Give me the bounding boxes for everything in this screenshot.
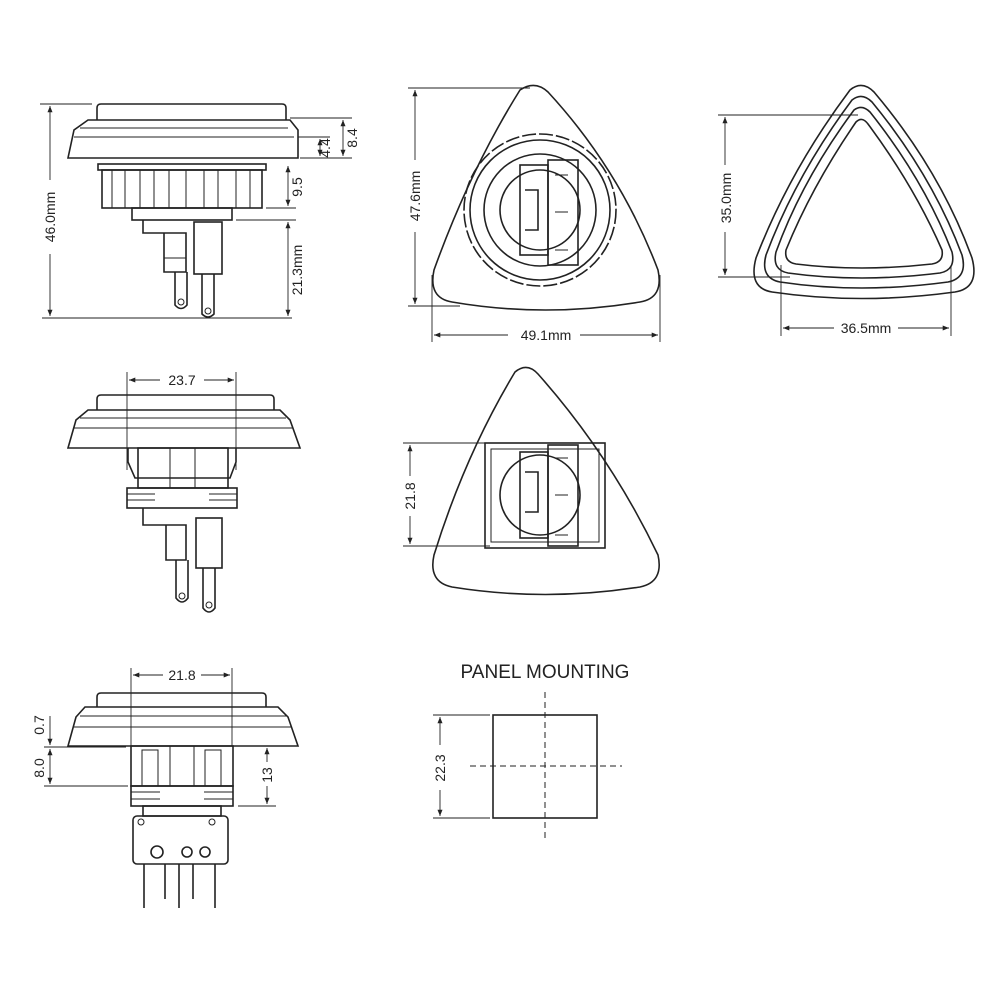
panel-mounting: PANEL MOUNTING 22.3 (432, 662, 629, 842)
lens-view: 35.0mm 36.5mm (718, 84, 975, 336)
side-view-bottom: 21.8 0.7 8.0 13 (31, 667, 300, 908)
dim-terminal-height: 21.3mm (289, 245, 305, 296)
dim-panel-thickness: 8.0 (31, 758, 47, 778)
side-view-top: 46.0mm 4.4 8.4 9.5 21.3mm (40, 103, 360, 319)
panel-mounting-title: PANEL MOUNTING (461, 662, 630, 683)
dim-lens-height: 35.0mm (718, 173, 734, 224)
dim-front-height: 47.6mm (407, 171, 423, 222)
dim-front-width: 49.1mm (521, 327, 572, 343)
dim-cutout-size: 22.3 (432, 754, 448, 781)
dim-body-width-bottom: 21.8 (168, 667, 195, 683)
dim-overall-height: 46.0mm (42, 192, 58, 243)
front-view: 47.6mm 49.1mm (407, 84, 661, 343)
side-view-mid: 23.7 (66, 372, 302, 613)
dim-flange: 0.7 (31, 715, 47, 735)
dim-square-size: 21.8 (402, 482, 418, 509)
dim-body-width: 23.7 (168, 372, 195, 388)
dim-lens-width: 36.5mm (841, 320, 892, 336)
dim-cap-height: 4.4 (317, 138, 333, 158)
back-view: 21.8 (402, 366, 660, 596)
dim-body-height: 9.5 (289, 177, 305, 197)
dim-top-height: 8.4 (344, 128, 360, 148)
dim-depth: 13 (259, 767, 275, 783)
